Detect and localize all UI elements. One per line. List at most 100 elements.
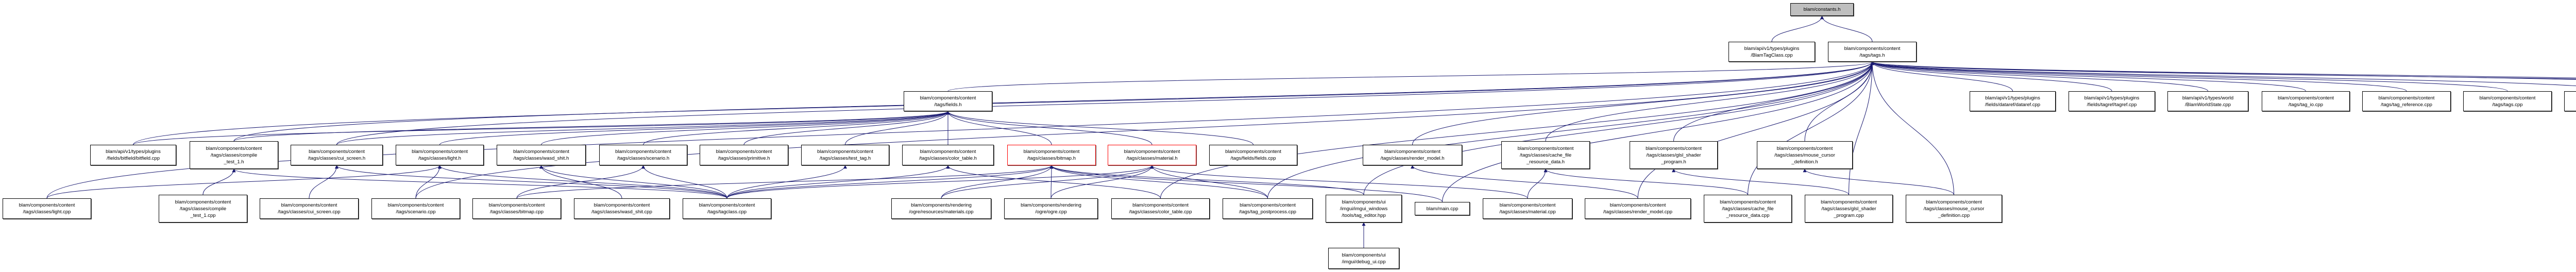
node-cache-file-resource-data-cpp[interactable]: blam/components/content /tags/classes/ca…	[1704, 195, 1792, 223]
node-mouse-cursor-definition-cpp[interactable]: blam/components/content /tags/classes/mo…	[1906, 195, 2002, 223]
edge-mouse-cursor-definition-cpp-to-mouse-cursor-definition-h	[1803, 168, 1954, 195]
node-cui-screen-cpp[interactable]: blam/components/content /tags/classes/cu…	[260, 198, 359, 219]
node-material-cpp[interactable]: blam/components/content /tags/classes/ma…	[1483, 198, 1572, 219]
edge-tag-io-cpp-to-tags-h	[1870, 61, 2306, 92]
node-color-table-h[interactable]: blam/components/content /tags/classes/co…	[902, 145, 994, 165]
node-light-h[interactable]: blam/components/content /tags/classes/li…	[396, 145, 484, 165]
edge-tagclass-cpp-to-light-h	[438, 165, 727, 199]
node-tag-reference-cpp[interactable]: blam/components/content /tags/tag_refere…	[2362, 91, 2451, 111]
edge-material-cpp-to-cache-file-resource-data-h	[1527, 168, 1548, 199]
edge-glsl-shader-program-h-to-tags-h	[1673, 61, 1874, 142]
node-tagref-cpp[interactable]: blam/api/v1/types/plugins /fields/tagref…	[2069, 91, 2155, 111]
edge-bitmap-cpp-to-bitmap-h	[516, 165, 1054, 199]
edge-tag-reference-cpp-to-tags-h	[1870, 61, 2407, 92]
node-scenario-cpp[interactable]: blam/components/content /tags/scenario.c…	[371, 198, 460, 219]
edge-light-cpp-to-tags-h	[46, 61, 1874, 199]
edge-tag-field-sizes-hpp-to-tags-h	[1870, 61, 2576, 80]
node-tagclass-cpp[interactable]: blam/components/content /tags/tagclass.c…	[683, 198, 771, 219]
edge-color-table-cpp-to-tags-h	[1160, 61, 1874, 199]
edge-cui-screen-h-to-fields-h	[336, 111, 950, 145]
node-ogre-cpp[interactable]: blam/components/rendering /ogre/ogre.cpp	[1004, 198, 1098, 219]
edge-compile-test-1-h-to-fields-h	[233, 111, 950, 142]
node-tag-editor-hpp[interactable]: blam/components/ui /imgui/imgui_windows …	[1326, 195, 1402, 223]
node-compile-test-1-h[interactable]: blam/components/content /tags/classes/co…	[190, 141, 278, 169]
edge-cache-file-resource-data-cpp-to-cache-file-resource-data-h	[1544, 168, 1748, 195]
edge-tag-editor-hpp-to-tags-h	[1363, 61, 1874, 195]
edge-cui-screen-cpp-to-cui-screen-h	[309, 165, 338, 199]
edge-compile-test-1-h-to-tags-h	[233, 61, 1874, 142]
edge-tagclass-cpp-to-test-tag-h	[726, 165, 847, 199]
node-tag-io-cpp[interactable]: blam/components/content /tags/tag_io.cpp	[2262, 91, 2350, 111]
node-fields-cpp[interactable]: blam/components/content /tags/fields/fie…	[1209, 145, 1297, 165]
edge-main-cpp-to-tags-h	[1442, 61, 1874, 202]
node-wasd-shit-h[interactable]: blam/components/content /tags/classes/wa…	[497, 145, 586, 165]
node-tag-postprocess-cpp[interactable]: blam/components/content /tags/tag_postpr…	[1223, 198, 1313, 219]
node-bitfield-cpp[interactable]: blam/api/v1/types/plugins /fields/bitfie…	[90, 145, 176, 165]
edge-tags-h-to-constants-h	[1820, 15, 1873, 42]
node-compile-test-1-cpp[interactable]: blam/components/content /tags/classes/co…	[159, 195, 247, 223]
edge-mouse-cursor-definition-h-to-tags-h	[1804, 61, 1874, 142]
node-bitmap-cpp[interactable]: blam/components/content /tags/classes/bi…	[472, 198, 561, 219]
node-tags-h[interactable]: blam/components/content /tags/tags.h	[1828, 42, 1917, 62]
edge-render-model-cpp-to-render-model-h	[1411, 165, 1638, 199]
edge-blamworldstate-cpp-to-tags-h	[1870, 61, 2208, 92]
node-main-cpp[interactable]: blam/main.cpp	[1415, 202, 1470, 215]
edge-main-cpp-to-bitmap-h	[1049, 165, 1443, 202]
edge-bitfield-cpp-to-tags-h	[133, 61, 1874, 145]
node-mouse-cursor-definition-h[interactable]: blam/components/content /tags/classes/mo…	[1757, 141, 1853, 169]
node-glsl-shader-program-h[interactable]: blam/components/content /tags/classes/gl…	[1630, 141, 1718, 169]
node-materials-cpp[interactable]: blam/components/rendering /ogre/resource…	[891, 198, 991, 219]
edge-materials-cpp-to-material-h	[941, 165, 1154, 199]
node-color-table-cpp[interactable]: blam/components/content /tags/classes/co…	[1111, 198, 1210, 219]
node-light-cpp[interactable]: blam/components/content /tags/classes/li…	[3, 198, 91, 219]
edge-tagclass-cpp-to-scenario-h	[641, 165, 727, 199]
node-material-h[interactable]: blam/components/content /tags/classes/ma…	[1108, 145, 1196, 165]
edge-version-hpp-to-tags-h	[1870, 61, 2576, 79]
edge-tagclass-cpp-to-wasd-shit-h	[539, 165, 727, 199]
edge-tag-load-force-hpp-to-tags-h	[1870, 61, 2576, 78]
edge-test-tag-h-to-fields-h	[845, 111, 950, 145]
edge-drop-hpp-to-tags-h	[1870, 61, 2576, 87]
edge-material-cpp-to-material-h	[1150, 165, 1528, 199]
node-glsl-shader-program-cpp[interactable]: blam/components/content /tags/classes/gl…	[1805, 195, 1893, 223]
node-blamtagclass-cpp[interactable]: blam/api/v1/types/plugins /BlamTagClass.…	[1728, 42, 1815, 62]
node-debug-ui-cpp[interactable]: blam/components/ui /imgui/debug_ui.cpp	[1328, 248, 1399, 269]
node-fields-h[interactable]: blam/components/content /tags/fields.h	[904, 91, 992, 111]
node-dataref-cpp[interactable]: blam/api/v1/types/plugins /fields/datare…	[1970, 91, 2056, 111]
node-blamworldstate-cpp[interactable]: blam/api/v1/types/world /BlamWorldState.…	[2167, 91, 2248, 111]
edge-tags-cpp-to-tags-h	[1870, 61, 2508, 92]
edge-tagclass-cpp-to-bitmap-h	[726, 165, 1054, 199]
edge-glsl-shader-program-cpp-to-glsl-shader-program-h	[1672, 168, 1849, 195]
edge-color-table-cpp-to-color-table-h	[946, 165, 1161, 199]
node-primitive-h[interactable]: blam/components/content /tags/classes/pr…	[700, 145, 788, 165]
edge-dataref-cpp-to-tags-h	[1870, 61, 2013, 92]
node-bitmap-h[interactable]: blam/components/content /tags/classes/bi…	[1007, 145, 1096, 165]
node-wasd-shit-cpp[interactable]: blam/components/content /tags/classes/wa…	[574, 198, 670, 219]
node-render-model-h[interactable]: blam/components/content /tags/classes/re…	[1363, 145, 1462, 165]
edge-blamtagclass-cpp-to-constants-h	[1771, 15, 1824, 42]
node-drop-hpp[interactable]: blam/components/resources /console/comma…	[2564, 91, 2576, 111]
edge-render-model-h-to-tags-h	[1412, 61, 1874, 145]
edge-glsl-shader-program-cpp-to-tags-h	[1849, 61, 1874, 195]
node-tags-cpp[interactable]: blam/components/content /tags/tags.cpp	[2463, 91, 2552, 111]
node-constants-h: blam/constants.h	[1790, 3, 1854, 16]
edge-bitfield-cpp-to-fields-h	[133, 111, 950, 145]
edge-render-model-cpp-to-tags-h	[1637, 61, 1874, 199]
node-cache-file-resource-data-h[interactable]: blam/components/content /tags/classes/ca…	[1501, 141, 1590, 169]
edge-tag-postprocess-cpp-to-tags-h	[1267, 61, 1874, 199]
edge-cui-screen-h-to-tags-h	[336, 61, 1874, 145]
edge-compile-test-1-cpp-to-compile-test-1-h	[202, 168, 236, 195]
edge-light-h-to-fields-h	[439, 111, 950, 145]
edge-cache-file-resource-data-h-to-tags-h	[1545, 61, 1874, 142]
node-render-model-cpp[interactable]: blam/components/content /tags/classes/re…	[1585, 198, 1691, 219]
edge-materials-cpp-to-bitmap-h	[941, 165, 1054, 199]
node-cui-screen-h[interactable]: blam/components/content /tags/classes/cu…	[291, 145, 383, 165]
node-test-tag-h[interactable]: blam/components/content /tags/classes/te…	[801, 145, 889, 165]
edge-cache-file-resource-data-cpp-to-tags-h	[1748, 61, 1874, 195]
node-scenario-h[interactable]: blam/components/content /tags/classes/sc…	[599, 145, 687, 165]
edge-wasd-shit-h-to-fields-h	[541, 111, 950, 145]
edge-tag-editor-hpp-to-bitmap-h	[1049, 165, 1364, 195]
edge-fields-h-to-tags-h	[947, 61, 1874, 92]
